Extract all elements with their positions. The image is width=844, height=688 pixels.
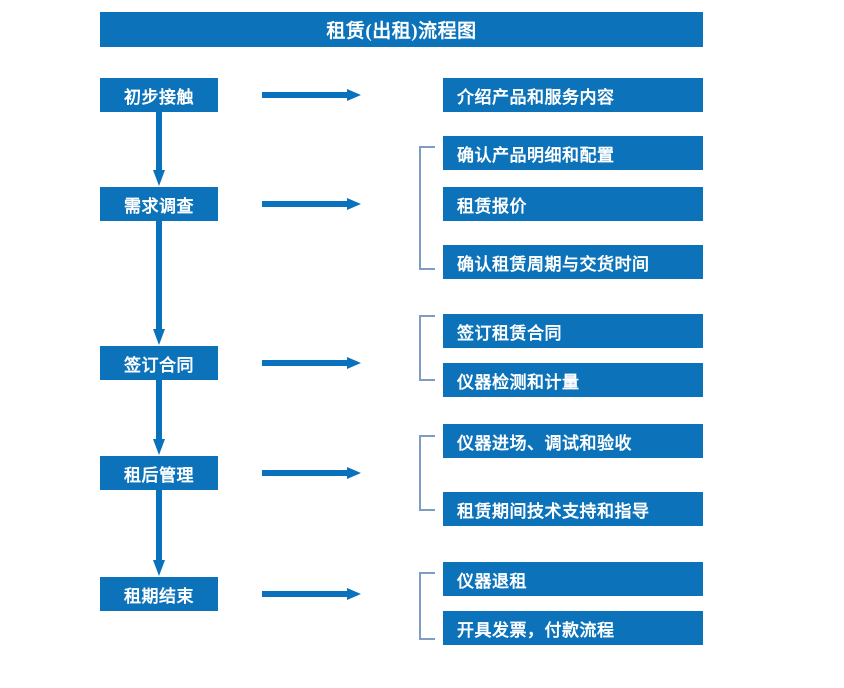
group-bracket-end-of-term xyxy=(418,572,436,640)
stage-box-5[interactable]: 租期结束 xyxy=(100,577,218,611)
detail-box-8[interactable]: 租赁期间技术支持和指导 xyxy=(443,492,703,526)
vertical-arrow-2 xyxy=(152,221,166,346)
detail-box-2[interactable]: 确认产品明细和配置 xyxy=(443,136,703,170)
detail-box-9[interactable]: 仪器退租 xyxy=(443,562,703,596)
detail-box-3[interactable]: 租赁报价 xyxy=(443,187,703,221)
detail-box-5[interactable]: 签订租赁合同 xyxy=(443,314,703,348)
stage-box-1[interactable]: 初步接触 xyxy=(100,78,218,112)
detail-box-10[interactable]: 开具发票，付款流程 xyxy=(443,611,703,645)
vertical-arrow-1 xyxy=(152,112,166,187)
detail-box-6[interactable]: 仪器检测和计量 xyxy=(443,363,703,397)
vertical-arrow-4 xyxy=(152,490,166,577)
stage-box-2[interactable]: 需求调查 xyxy=(100,187,218,221)
detail-box-7[interactable]: 仪器进场、调试和验收 xyxy=(443,424,703,458)
group-bracket-requirements xyxy=(418,146,436,270)
horizontal-arrow-5 xyxy=(262,587,362,601)
detail-box-1[interactable]: 介绍产品和服务内容 xyxy=(443,78,703,112)
horizontal-arrow-2 xyxy=(262,197,362,211)
stage-box-3[interactable]: 签订合同 xyxy=(100,346,218,380)
horizontal-arrow-3 xyxy=(262,356,362,370)
horizontal-arrow-4 xyxy=(262,466,362,480)
page-title: 租赁(出租)流程图 xyxy=(100,12,703,47)
group-bracket-post-rental xyxy=(418,435,436,511)
stage-box-4[interactable]: 租后管理 xyxy=(100,456,218,490)
group-bracket-contract xyxy=(418,315,436,381)
vertical-arrow-3 xyxy=(152,380,166,456)
detail-box-4[interactable]: 确认租赁周期与交货时间 xyxy=(443,245,703,279)
horizontal-arrow-1 xyxy=(262,88,362,102)
